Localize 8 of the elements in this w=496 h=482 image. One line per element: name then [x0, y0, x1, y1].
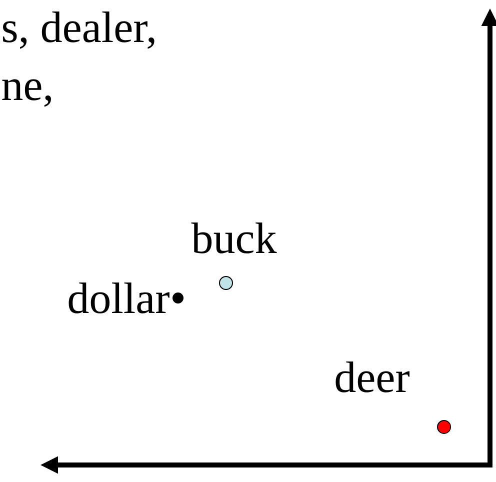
text-fragment: ne, — [2, 79, 51, 107]
text-fragment: s, dealer, — [3, 11, 154, 49]
data-point — [219, 276, 233, 290]
data-point — [172, 292, 184, 304]
point-label: deer — [336, 361, 410, 392]
point-label: dollar — [68, 282, 170, 314]
data-point — [437, 420, 451, 434]
point-label: buck — [191, 222, 277, 254]
